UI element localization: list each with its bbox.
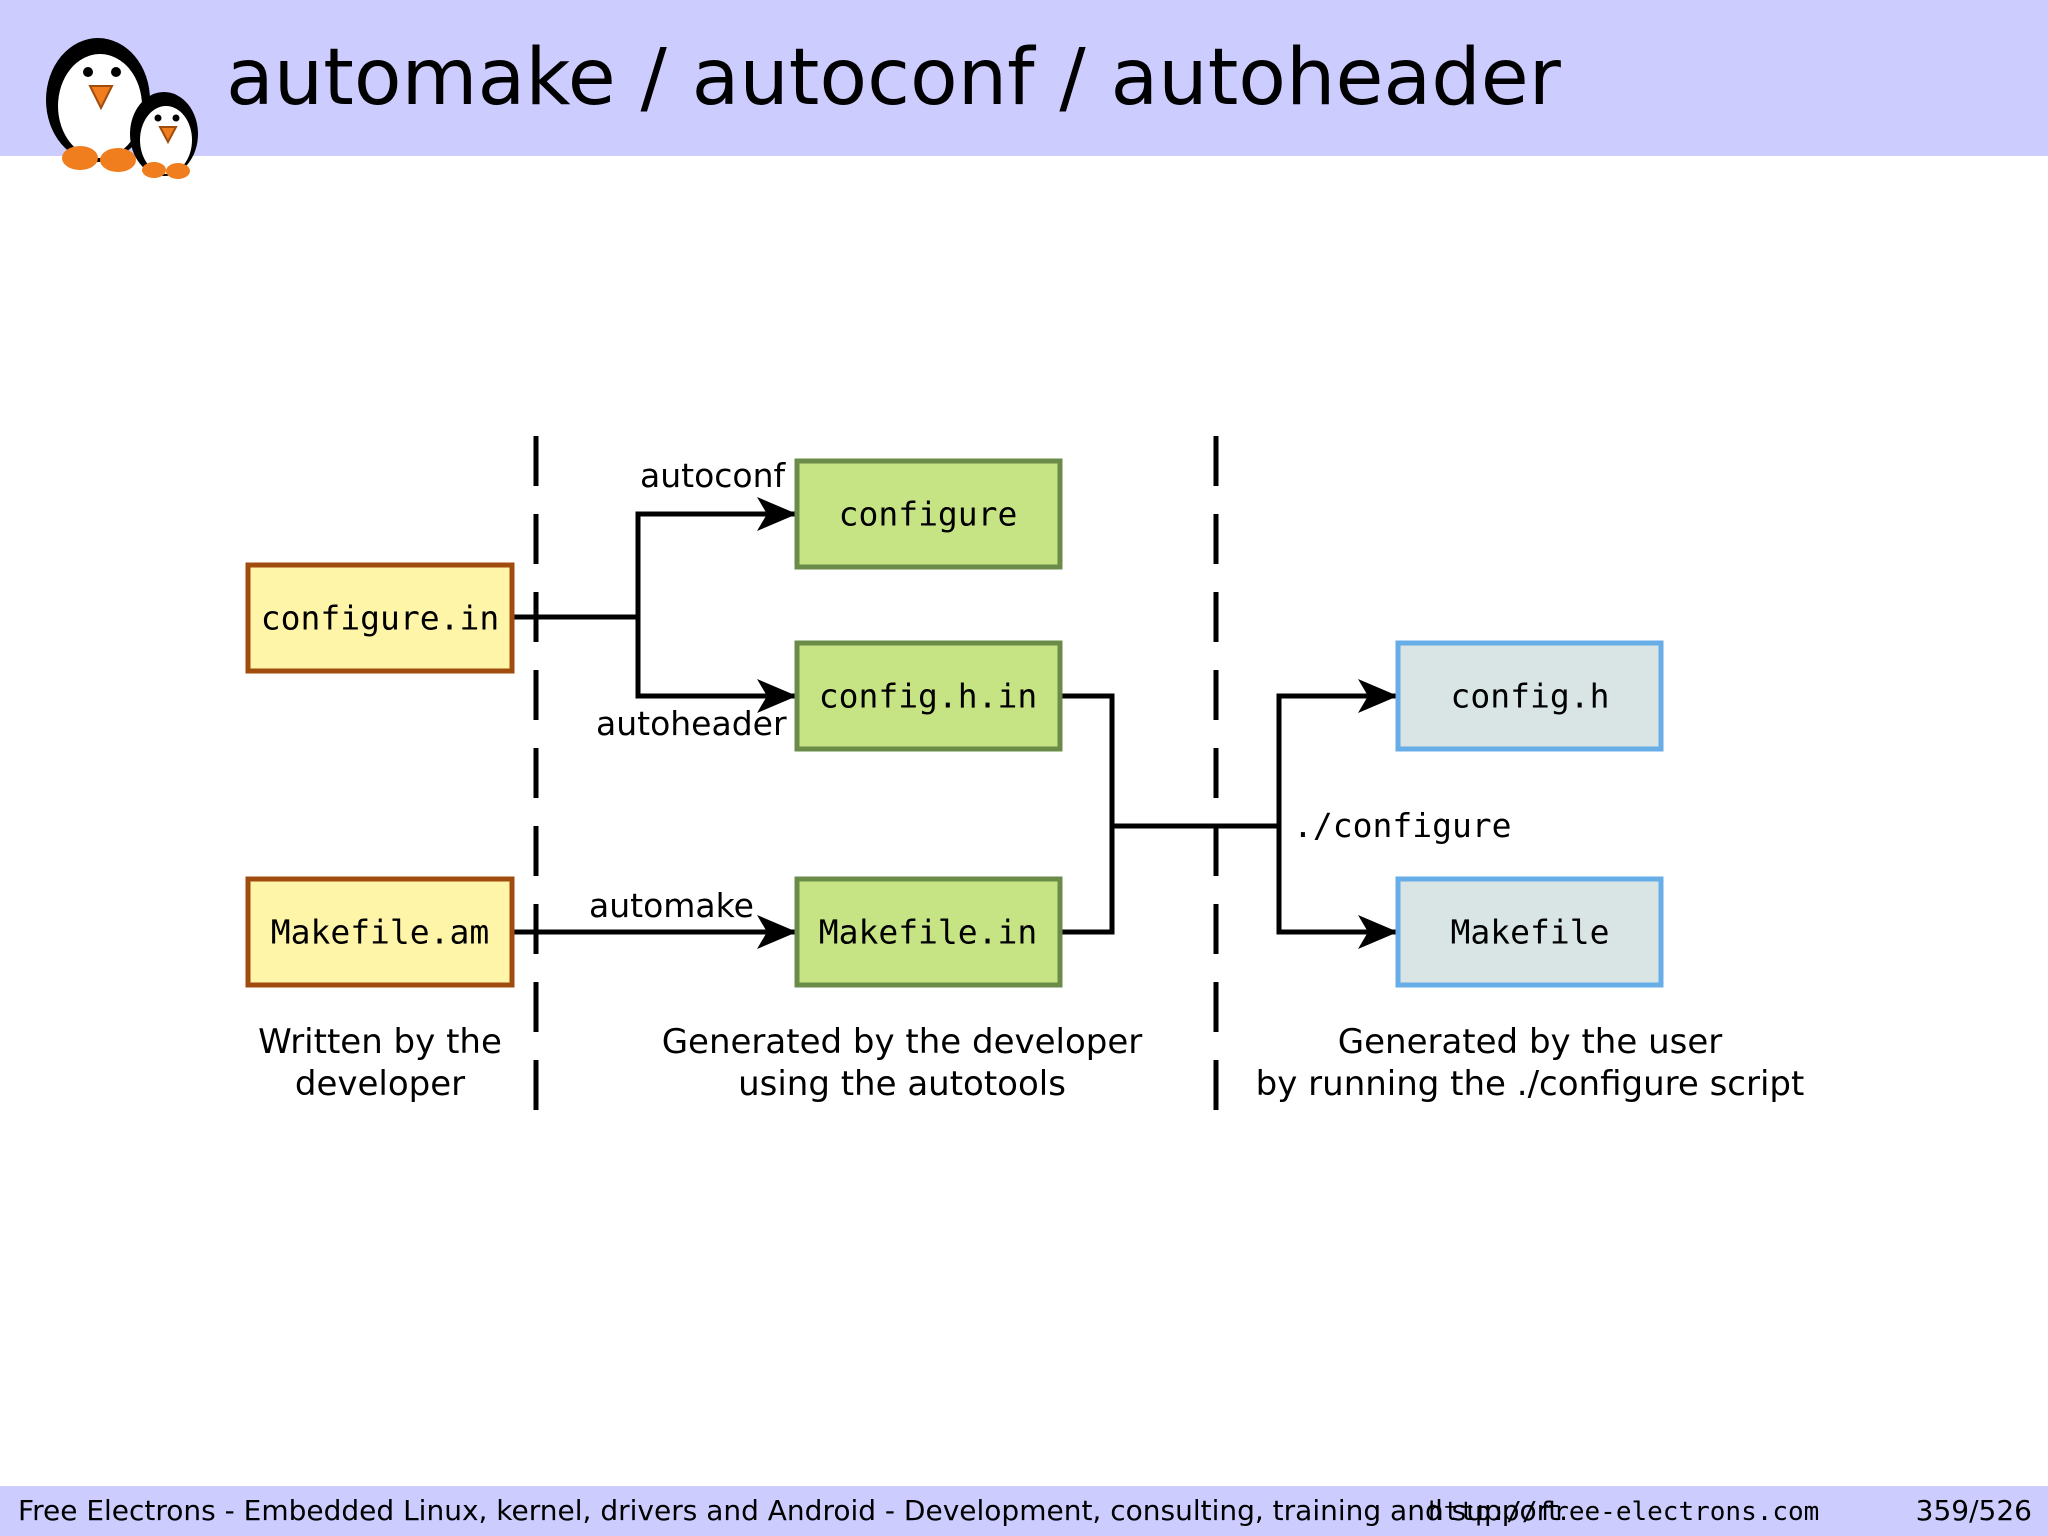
slide-footer: Free Electrons - Embedded Linux, kernel,… (0, 1486, 2048, 1536)
box-makefile (1395, 876, 1664, 988)
box-label-makefile-am: Makefile.am (271, 913, 490, 952)
box-makefile-in (794, 876, 1063, 988)
box-label-configure-in: configure.in (261, 599, 499, 638)
box-makefile-am (245, 876, 515, 988)
edge-to-makefile (1276, 826, 1398, 949)
box-label-config-h-in: config.h.in (819, 677, 1038, 716)
caption-col3-line1: Generated by the user (1338, 1022, 1722, 1062)
box-config-h (1395, 640, 1664, 752)
edge-label-configure-script: ./configure (1293, 806, 1512, 845)
edge-to-config-h-in (635, 617, 797, 713)
box-label-config-h: config.h (1451, 677, 1610, 716)
caption-col1-line2: developer (295, 1064, 465, 1104)
box-config-h-in (794, 640, 1063, 752)
edge-to-configure (635, 497, 797, 617)
box-label-makefile-in: Makefile.in (819, 913, 1038, 952)
slide-header: automake / autoconf / autoheader (0, 0, 2048, 179)
edge-from-config-h-in (1060, 693, 1115, 935)
edge-label-autoconf: autoconf (640, 456, 787, 495)
slide-title: automake / autoconf / autoheader (226, 33, 1561, 123)
caption-col3-line2: by running the ./configure script (1256, 1064, 1805, 1104)
page-number: 359/526 (1915, 1494, 2032, 1527)
box-configure-in (245, 562, 515, 674)
box-label-makefile: Makefile (1451, 913, 1610, 952)
box-label-configure: configure (839, 495, 1018, 534)
edge-label-autoheader: autoheader (596, 704, 787, 743)
caption-col1-line1: Written by the (258, 1022, 502, 1062)
edge-to-config-h (1276, 679, 1398, 826)
box-configure (794, 458, 1063, 570)
edge-label-automake: automake (589, 886, 754, 925)
footer-url: http://free-electrons.com (1428, 1497, 1820, 1527)
caption-col2-line1: Generated by the developer (662, 1022, 1143, 1062)
penguins-logo-icon (46, 38, 198, 179)
footer-text: Free Electrons - Embedded Linux, kernel,… (18, 1494, 1569, 1527)
caption-col2-line2: using the autotools (738, 1064, 1066, 1104)
